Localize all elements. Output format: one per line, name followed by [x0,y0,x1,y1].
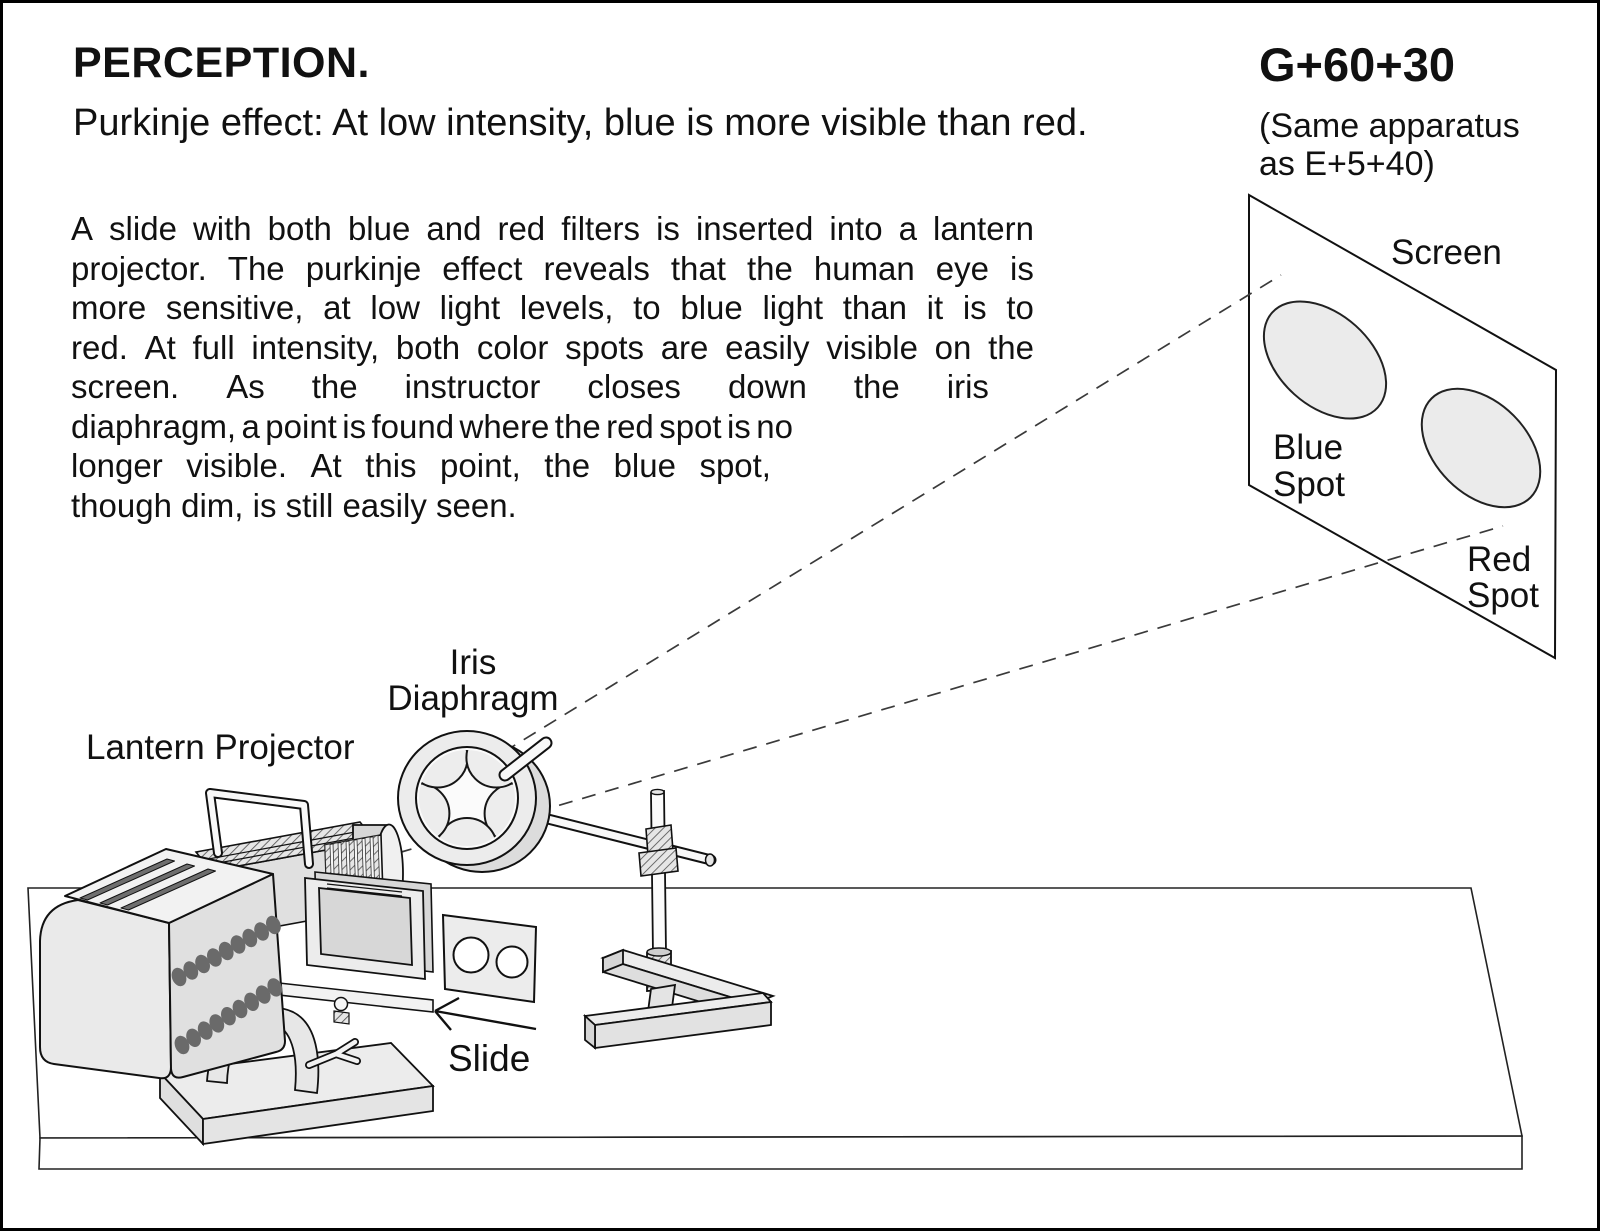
screen-label: Screen [1391,233,1502,272]
page-title: PERCEPTION. [73,39,370,87]
slide-holder-frame [304,871,434,1025]
apparatus-note-line2: as E+5+40) [1259,145,1435,183]
iris-label-line2: Diaphragm [387,679,558,718]
iris-label-line1: Iris [450,643,497,682]
carry-handle [205,788,314,869]
blue-spot-label-line2: Spot [1273,465,1345,504]
projection-beam-lines [397,274,1504,854]
apparatus-note-line1: (Same apparatus [1259,107,1520,145]
slide-graphic [434,913,538,1031]
red-spot-label-line2: Spot [1467,576,1539,615]
stand-base [582,948,776,1050]
lantern-projector-label: Lantern Projector [86,728,355,767]
beam-line-upper [400,274,1282,816]
projector-body [39,848,286,1080]
side-vent-holes [171,915,283,1055]
demo-code: G+60+30 [1259,38,1456,91]
slide-hole-right [495,945,529,979]
stand [502,788,776,1050]
rod-end-cap [704,853,716,867]
apparatus-diagram: Screen Blue Spot Red Spot Iris Diaphragm… [27,193,1558,1170]
clamp-knob [333,996,349,1012]
blue-spot [1262,300,1388,420]
top-vent-slats [79,858,216,911]
red-spot-label-line1: Red [1467,540,1531,579]
adjustment-fork [305,1038,361,1069]
page-subtitle: Purkinje effect: At low intensity, blue … [73,102,1088,144]
beam-line-lower [397,525,1504,854]
screen [1248,193,1558,660]
slide-hole-left [452,936,490,974]
slide-label: Slide [448,1038,530,1079]
body-line: though dim, is still easily seen. [71,486,517,524]
red-spot [1420,387,1542,509]
blue-spot-label-line1: Blue [1273,428,1343,467]
iris-diaphragm [397,730,553,873]
rod-clamp-lower [638,847,679,877]
apparatus-note: (Same apparatus as E+5+40) [1259,107,1520,183]
lantern-projector [39,788,435,1147]
slide-arrow [434,996,537,1031]
